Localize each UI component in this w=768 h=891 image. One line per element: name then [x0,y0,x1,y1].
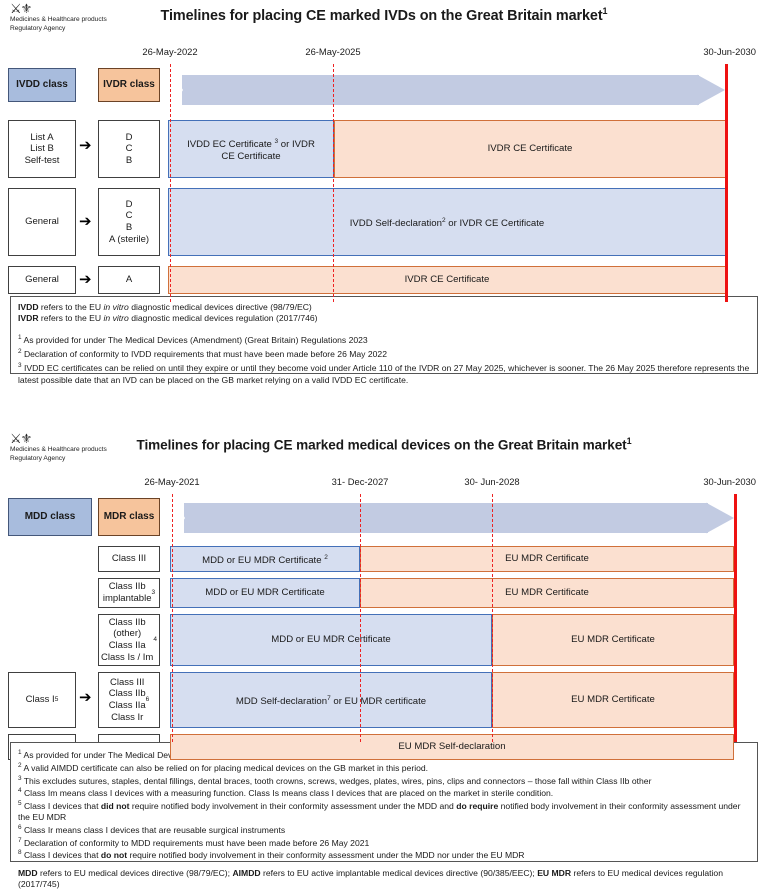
md-note-8: 8 Class I devices that do not require no… [18,849,525,861]
ivd-row-2-right-class: A [98,266,160,294]
md-row-3-bar-0: MDD Self-declaration7 or EU MDR certific… [170,672,492,728]
ivd-row-1-left-class: General [8,188,76,256]
md-title-superscript: 1 [626,436,632,446]
md-date-label-3: 30-Jun-2030 [703,476,756,487]
ivd-row-0-right-class: D C B [98,120,160,178]
md-date-label-1: 31- Dec-2027 [331,476,389,487]
mhra-logo-line1: Medicines & Healthcare products [10,16,107,23]
mhra-logo-2-line1: Medicines & Healthcare products [10,446,107,453]
md-title-text: Timelines for placing CE marked medical … [136,437,627,453]
medical-device-timeline-chart: ⚔⚜ Medicines & Healthcare products Regul… [0,430,768,889]
md-key-mdr-class: MDR class [98,498,160,536]
md-note-4: 4 Class Im means class I devices with a … [18,787,554,799]
ivd-note-3: 3 IVDD EC certificates can be relied on … [18,362,750,385]
md-chart-title: Timelines for placing CE marked medical … [0,436,768,453]
ivd-row-0-bar-1: IVDR CE Certificate [334,120,726,178]
md-row-3-bar-1: EU MDR Certificate [492,672,734,728]
md-row-3-arrow-icon: ➔ [79,688,92,706]
ivd-timeline-chart: ⚔⚜ Medicines & Healthcare products Regul… [0,0,768,430]
mhra-logo-2: ⚔⚜ Medicines & Healthcare products Regul… [10,431,160,463]
ivd-row-2-bar-0: IVDR CE Certificate [168,266,726,294]
ivd-chart-title: Timelines for placing CE marked IVDs on … [0,6,768,24]
ivd-row-2-arrow-icon: ➔ [79,270,92,288]
md-row-1-bar-0: MDD or EU MDR Certificate [170,578,360,608]
ivd-deadline-2030-06-30 [725,64,729,302]
md-arrow-head [706,502,734,534]
md-note-6: 6 Class Ir means class I devices that ar… [18,823,286,835]
md-note-glossary: MDD refers to EU medical devices directi… [18,868,723,890]
mhra-logo-line2: Regulatory Agency [10,25,66,33]
ivd-title-superscript: 1 [602,6,608,16]
md-row-2-bar-1: EU MDR Certificate [492,614,734,666]
ivd-row-0-arrow-icon: ➔ [79,136,92,154]
ivd-marker-2022-05-26 [170,64,171,302]
ivd-key-ivdr-class: IVDR class [98,68,160,102]
md-note-7: 7 Declaration of conformity to MDD requi… [18,836,370,848]
md-notes-box: 1 As provided for under The Medical Devi… [10,742,758,889]
md-date-label-0: 26-May-2021 [144,476,200,487]
ivd-row-1-bar-0-label: IVDD Self-declaration2 or IVDR CE Certif… [349,216,545,229]
ivd-note-1: 1 As provided for under The Medical Devi… [18,333,368,345]
md-plot-area: MDD class MDR class Class III MDD or EU … [0,494,768,760]
ivd-axis-labels: 26-May-2022 26-May-2025 30-Jun-2030 [0,46,768,64]
md-marker-2021-05-26 [172,494,173,742]
ivd-note-ivdd: IVDD refers to the EU in vitro diagnosti… [18,302,312,312]
ivd-date-label-2: 30-Jun-2030 [703,46,756,57]
ivd-date-label-1: 26-May-2025 [305,46,361,57]
ivd-marker-2025-05-26 [333,64,334,302]
ivd-row-1-right-class: D C B A (sterile) [98,188,160,256]
ivd-arrow-head [697,74,725,106]
ivd-row-1-bar-0: IVDD Self-declaration2 or IVDR CE Certif… [168,188,726,256]
ivd-notes-box: IVDD refers to the EU in vitro diagnosti… [10,296,758,385]
md-row-4-bar-0: EU MDR Self-declaration [170,734,734,760]
ivd-header: ⚔⚜ Medicines & Healthcare products Regul… [0,0,768,46]
md-date-label-2: 30- Jun-2028 [464,476,520,487]
md-row-2-bar-0: MDD or EU MDR Certificate [170,614,492,666]
ivd-note-ivdr: IVDR refers to the EU in vitro diagnosti… [18,313,318,324]
md-note-5: 5 Class I devices that did not require n… [18,800,741,822]
md-header: ⚔⚜ Medicines & Healthcare products Regul… [0,430,768,476]
md-deadline-2030-06-30 [734,494,738,742]
md-row-1-bar-1: EU MDR Certificate [360,578,734,608]
md-note-3: 3 This excludes sutures, staples, dental… [18,774,652,786]
md-key-mdd-class: MDD class [8,498,92,536]
ivd-timeline-arrow [168,66,725,114]
md-timeline-arrow [170,494,734,542]
md-arrow-shaft [184,503,708,533]
md-note-2: 2 A valid AIMDD certificate can also be … [18,761,429,773]
ivd-title-text: Timelines for placing CE marked IVDs on … [160,7,603,24]
md-row-0-bar-0: MDD or EU MDR Certificate 2 [170,546,360,572]
md-row-3-bar-0-label: MDD Self-declaration7 or EU MDR certific… [235,694,427,707]
ivd-row-2-left-class: General [8,266,76,294]
md-marker-2028-06-30 [492,494,493,742]
md-row-0-bar-0-label: MDD or EU MDR Certificate 2 [202,553,328,566]
md-row-0-bar-1: EU MDR Certificate [360,546,734,572]
md-row-0-right-class: Class III [98,546,160,572]
ivd-row-0-left-class: List A List B Self-test [8,120,76,178]
crown-icon-2: ⚔⚜ [10,431,32,446]
ivd-arrow-shaft [182,75,699,105]
ivd-date-label-0: 26-May-2022 [142,46,198,57]
md-axis-labels: 26-May-2021 31- Dec-2027 30- Jun-2028 30… [0,476,768,494]
ivd-note-2: 2 Declaration of conformity to IVDD requ… [18,348,387,359]
ivd-plot-area: IVDD class IVDR class List A List B Self… [0,64,768,302]
crown-icon: ⚔⚜ [10,1,32,16]
ivd-row-1-arrow-icon: ➔ [79,212,92,230]
md-marker-2027-12-31 [360,494,361,742]
ivd-key-ivdd-class: IVDD class [8,68,76,102]
mhra-logo: ⚔⚜ Medicines & Healthcare products Regul… [10,1,160,33]
mhra-logo-2-line2: Regulatory Agency [10,455,66,463]
